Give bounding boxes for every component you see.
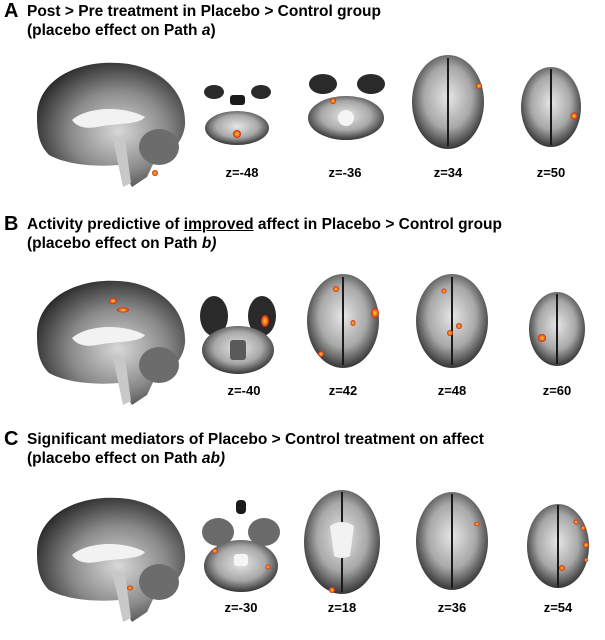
axial-slice-4 bbox=[527, 504, 589, 588]
z-label: z=-40 bbox=[227, 383, 261, 398]
axial-slice-1 bbox=[200, 296, 276, 374]
z-label: z=42 bbox=[328, 383, 358, 398]
axial-slice-4 bbox=[521, 67, 581, 147]
panel-title: Activity predictive of improved affect i… bbox=[27, 216, 502, 233]
panel-title: Post > Pre treatment in Placebo > Contro… bbox=[27, 3, 381, 20]
z-label: z=-36 bbox=[328, 165, 362, 180]
panel-a: A Post > Pre treatment in Placebo > Cont… bbox=[0, 0, 605, 210]
z-label: z=34 bbox=[433, 165, 463, 180]
panel-letter: A bbox=[4, 0, 19, 22]
z-label: z=54 bbox=[543, 600, 573, 615]
z-label: z=18 bbox=[327, 600, 357, 615]
panel-title: Significant mediators of Placebo > Contr… bbox=[27, 431, 484, 448]
panel-c: C Significant mediators of Placebo > Con… bbox=[0, 428, 605, 640]
panel-letter: B bbox=[4, 213, 19, 235]
axial-slice-3 bbox=[416, 274, 488, 368]
panel-subtitle: (placebo effect on Path ab) bbox=[27, 450, 226, 467]
activation-blob bbox=[152, 170, 158, 176]
axial-slice-2 bbox=[308, 74, 385, 140]
axial-slice-1 bbox=[204, 85, 271, 145]
axial-slice-3 bbox=[416, 492, 488, 590]
axial-slice-2 bbox=[307, 274, 379, 368]
axial-slice-2 bbox=[304, 490, 380, 594]
z-label: z=48 bbox=[437, 383, 467, 398]
sagittal-brain-slice bbox=[37, 280, 186, 405]
z-label: z=-30 bbox=[224, 600, 258, 615]
sagittal-brain-slice bbox=[37, 497, 186, 622]
z-label: z=36 bbox=[437, 600, 467, 615]
sagittal-brain-slice bbox=[37, 62, 186, 187]
axial-slice-4 bbox=[529, 292, 585, 366]
z-label: z=-48 bbox=[225, 165, 259, 180]
z-label: z=50 bbox=[536, 165, 566, 180]
panel-letter: C bbox=[4, 428, 19, 450]
axial-slice-3 bbox=[412, 55, 484, 149]
panel-b: B Activity predictive of improved affect… bbox=[0, 213, 605, 428]
panel-subtitle: (placebo effect on Path b) bbox=[27, 235, 217, 252]
axial-slice-1 bbox=[202, 500, 280, 592]
z-label: z=60 bbox=[542, 383, 572, 398]
panel-subtitle: (placebo effect on Path a) bbox=[27, 22, 216, 39]
